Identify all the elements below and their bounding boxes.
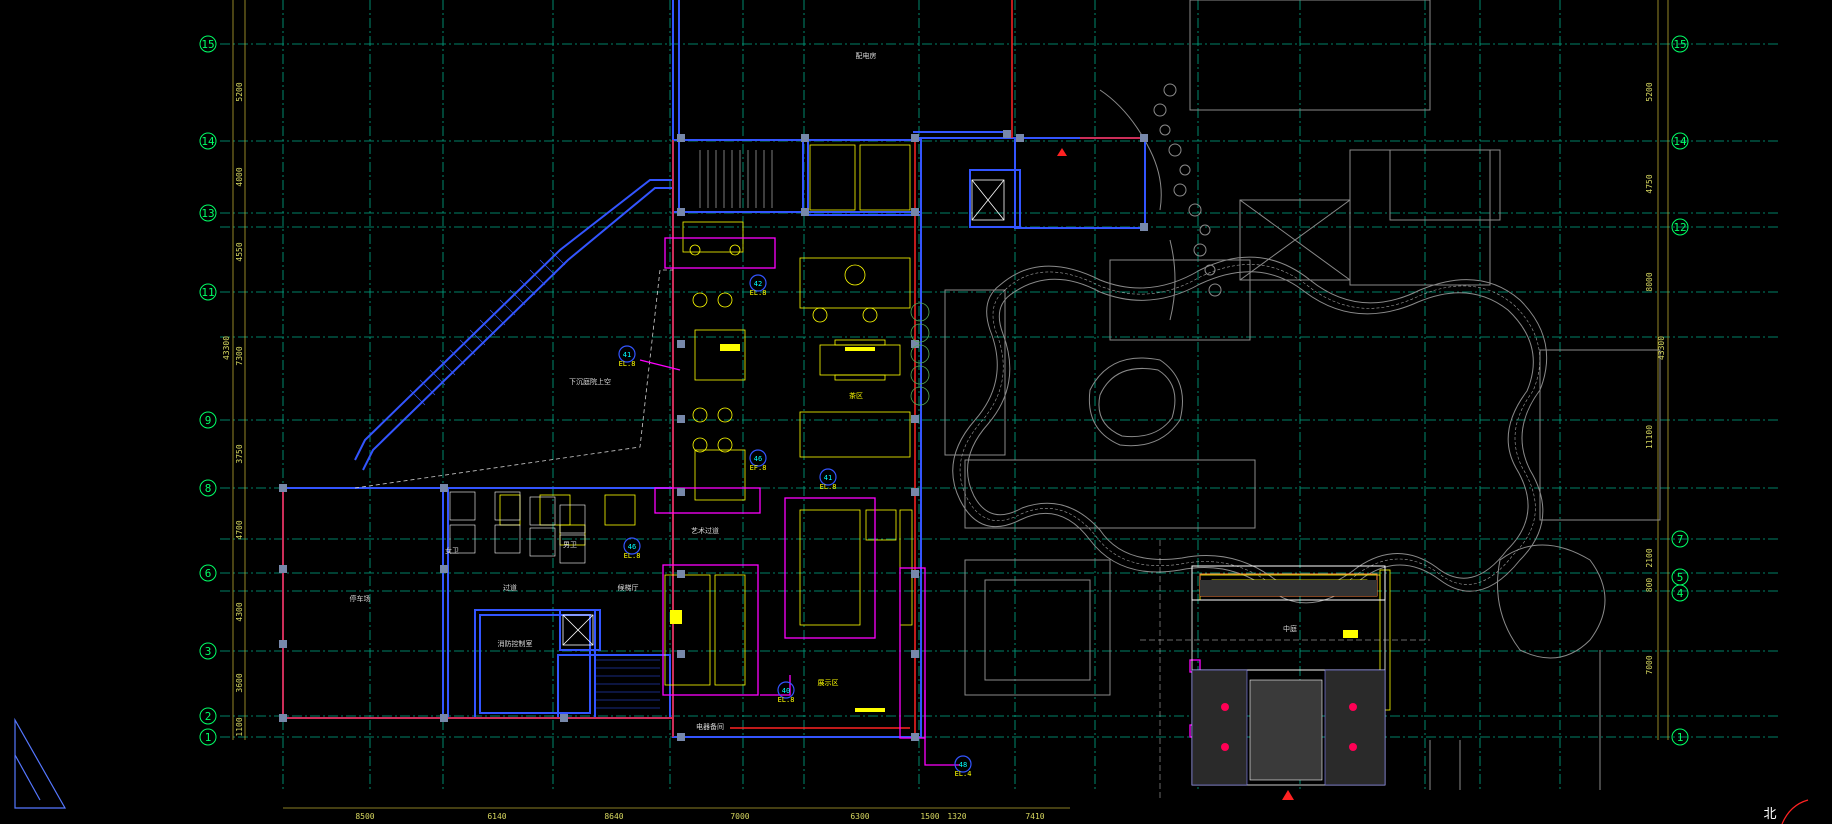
grid-label-right-4: 4 <box>1677 587 1684 600</box>
reference-triangle <box>14 717 67 809</box>
grid-label-right-5: 5 <box>1677 571 1684 584</box>
dim-bottom-3: 8640 <box>604 812 623 821</box>
dim-left-8: 3600 <box>235 673 244 692</box>
grid-label-right-15: 15 <box>1673 38 1686 51</box>
room-label-top: 配电房 <box>856 51 877 60</box>
index-tag-4: 41 <box>824 474 832 482</box>
dim-left-4: 7300 <box>235 346 244 365</box>
grid-label-left-14: 14 <box>201 135 215 148</box>
staircase-diagonal <box>409 249 566 406</box>
dim-right-5: 2100 <box>1645 548 1654 567</box>
courtyard-pavilion <box>1140 540 1430 800</box>
index-tag-5: 46 <box>628 543 636 551</box>
sunken-court-outline <box>354 269 673 489</box>
index-code-2: EL.8 <box>750 289 767 297</box>
dim-bottom-5: 6300 <box>850 812 869 821</box>
staircase-lower <box>595 659 660 709</box>
index-tag-3: 46 <box>754 455 762 463</box>
index-tag-6: 40 <box>782 687 790 695</box>
landscape-stone-edging <box>959 264 1541 596</box>
dim-right-3: 8000 <box>1645 272 1654 291</box>
grid-horizontal <box>220 43 1780 738</box>
room-label-exhibition: 展示区 <box>818 679 839 687</box>
dim-bottom-2: 6140 <box>487 812 506 821</box>
index-code-3: EF.8 <box>750 464 767 472</box>
structural-columns <box>279 130 1148 741</box>
red-boundary-lines <box>282 0 1140 737</box>
dim-bottom-1: 8500 <box>355 812 374 821</box>
room-label-power: 电器备间 <box>696 722 724 731</box>
dim-right-1: 5200 <box>1645 82 1654 101</box>
dim-right-4: 11100 <box>1645 425 1654 449</box>
dim-left-5: 3750 <box>235 444 244 463</box>
dim-right-total: 43300 <box>1657 336 1666 360</box>
index-code-1: EL.8 <box>619 360 636 368</box>
grid-label-left-8: 8 <box>205 482 212 495</box>
north-label: 北 <box>1763 807 1776 822</box>
grid-label-left-9: 9 <box>205 414 212 427</box>
grid-label-left-15: 15 <box>201 38 214 51</box>
index-code-5: EL.8 <box>624 552 641 560</box>
dim-right-6: 800 <box>1645 578 1654 593</box>
grid-bubbles-right <box>1671 35 1689 746</box>
dim-bottom-6: 1500 <box>920 812 939 821</box>
landscape-garden <box>944 0 1661 790</box>
index-code-4: EL.8 <box>820 483 837 491</box>
room-label-waiting: 候梯厅 <box>618 583 639 592</box>
index-tag-bubbles <box>618 274 972 773</box>
dim-bottom-7: 1320 <box>947 812 966 821</box>
room-label-art-corridor: 艺术过道 <box>691 526 719 535</box>
building-walls <box>282 0 1146 738</box>
dim-left-2: 4000 <box>235 167 244 186</box>
grid-label-left-2: 2 <box>205 710 212 723</box>
staircase-upper <box>699 150 773 208</box>
room-label-tea: 茶区 <box>849 391 863 400</box>
grid-label-right-14: 14 <box>1673 135 1687 148</box>
elevator-shaft <box>562 179 1005 646</box>
north-arrow-arc <box>1781 799 1809 824</box>
index-code-7: EL.4 <box>955 770 972 778</box>
room-label-corridor: 过道 <box>503 583 517 592</box>
grid-label-left-11: 11 <box>201 286 214 299</box>
room-label-void: 下沉庭院上空 <box>569 377 611 386</box>
grid-label-left-13: 13 <box>201 207 214 220</box>
grid-label-right-12: 12 <box>1673 221 1686 234</box>
dim-left-3: 4550 <box>235 242 244 261</box>
grid-label-left-3: 3 <box>205 645 212 658</box>
dim-right-2: 4750 <box>1645 174 1654 193</box>
dimension-lines <box>232 0 1669 809</box>
grid-label-left-1: 1 <box>205 731 212 744</box>
entrance-marker <box>1282 790 1294 800</box>
grid-label-right-1: 1 <box>1677 731 1684 744</box>
room-label-control: 消防控制室 <box>498 639 533 648</box>
room-label-mens: 男卫 <box>563 541 577 549</box>
dim-left-9: 1100 <box>235 717 244 736</box>
index-tag-1: 41 <box>623 351 631 359</box>
dim-left-1: 5200 <box>235 82 244 101</box>
grid-bubbles-left <box>199 35 217 746</box>
room-label-court: 中庭 <box>1283 624 1297 633</box>
magenta-zones <box>639 237 1201 766</box>
dim-right-7: 7000 <box>1645 655 1654 674</box>
index-code-6: EL.8 <box>778 696 795 704</box>
dim-left-total: 43300 <box>222 336 231 360</box>
grid-label-right-7: 7 <box>1677 533 1684 546</box>
dim-bottom-4: 7000 <box>730 812 749 821</box>
dim-left-7: 4300 <box>235 602 244 621</box>
room-label-left-hall: 停车场 <box>350 594 371 603</box>
entrance-marker-top <box>1057 148 1067 156</box>
restroom-fixtures <box>449 491 586 564</box>
index-tag-7: 48 <box>959 761 967 769</box>
dim-bottom-8: 7410 <box>1025 812 1044 821</box>
index-tag-2: 42 <box>754 280 762 288</box>
dim-left-6: 4700 <box>235 520 244 539</box>
grid-label-left-6: 6 <box>205 567 212 580</box>
room-label-womens: 女卫 <box>445 546 459 555</box>
planters <box>910 302 930 406</box>
